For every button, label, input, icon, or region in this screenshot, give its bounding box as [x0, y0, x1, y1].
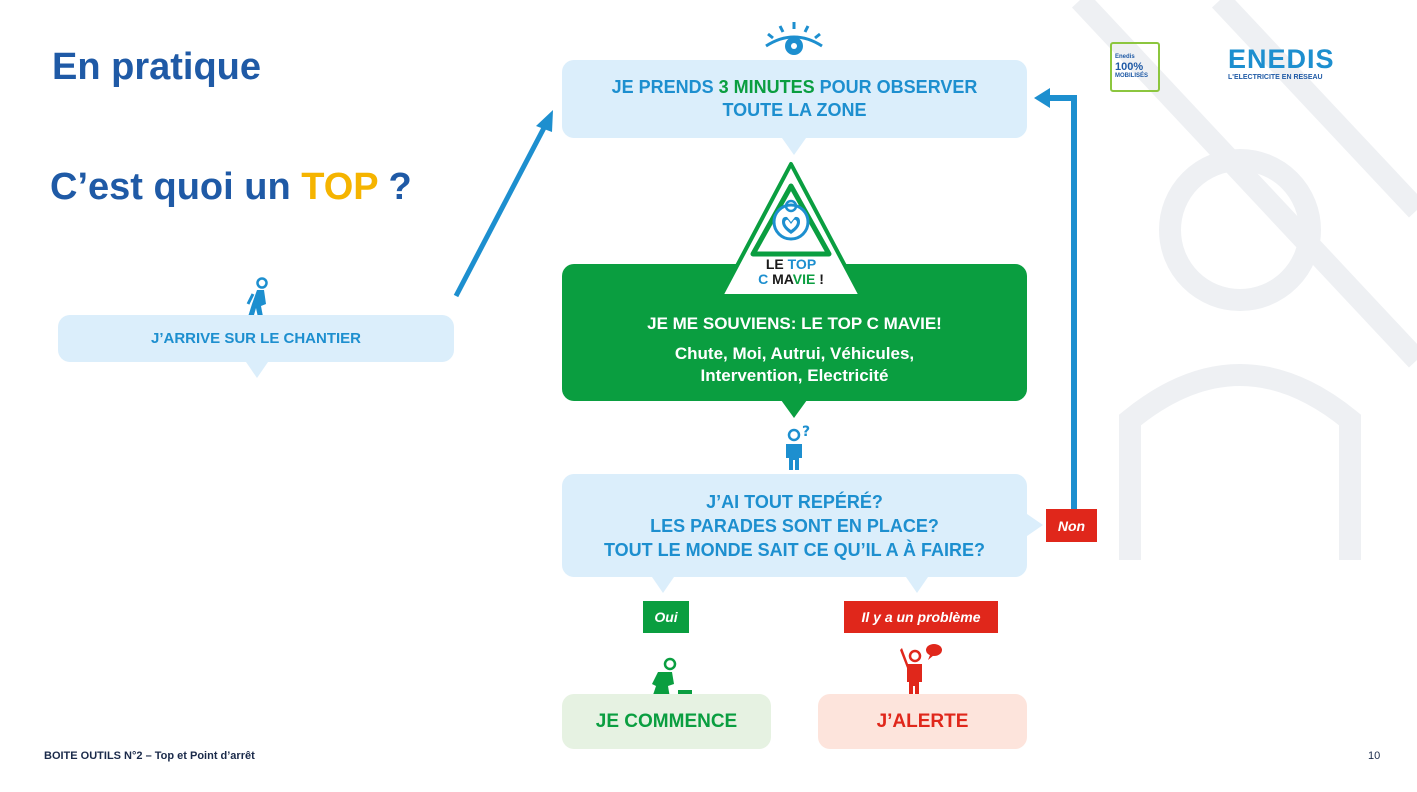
question-tail-right: [1027, 514, 1043, 536]
question-box: J’AI TOUT REPÉRÉ? LES PARADES SONT EN PL…: [562, 474, 1027, 577]
souviens-line2: Intervention, Electricité: [700, 366, 889, 385]
background-watermark: [1071, 0, 1417, 560]
eye-icon: [765, 22, 823, 55]
enedis-tagline: L'ELECTRICITE EN RESEAU: [1228, 74, 1323, 81]
observe-highlight: 3 MINUTES: [718, 77, 815, 97]
return-arrow-icon: [1034, 88, 1077, 510]
observe-line1: JE PRENDS 3 MINUTES POUR OBSERVER: [612, 76, 978, 99]
badge-excl: !: [815, 271, 824, 287]
enedis-name: ENEDIS: [1228, 44, 1335, 74]
subtitle-end: ?: [377, 166, 412, 208]
alerting-person-icon: [900, 644, 942, 702]
badge-vie: VIE: [792, 271, 816, 287]
badge-ma: MA: [772, 271, 793, 287]
badge-line1: LE TOP: [741, 257, 841, 272]
observe-text-a: JE PRENDS: [611, 77, 719, 97]
arrive-tail: [246, 362, 268, 378]
thinking-person-icon: ?: [786, 424, 810, 470]
mobilises-label: MOBILISÉS: [1115, 73, 1149, 79]
mobilises-percent: 100%: [1115, 61, 1144, 73]
warning-triangle-icon: [719, 162, 863, 298]
question-tail-left: [652, 577, 674, 593]
commence-box: JE COMMENCE: [562, 694, 771, 749]
question-line3: TOUT LE MONDE SAIT CE QU’IL A À FAIRE?: [603, 539, 985, 560]
walking-worker-icon: [246, 277, 268, 322]
observe-text-b: POUR OBSERVER: [814, 77, 978, 97]
observe-box: JE PRENDS 3 MINUTES POUR OBSERVER TOUTE …: [562, 60, 1027, 138]
observe-line2: TOUTE LA ZONE: [722, 100, 867, 120]
page-title: En pratique: [52, 46, 262, 88]
badge-top: TOP: [787, 256, 817, 272]
arrive-label: J’ARRIVE SUR LE CHANTIER: [150, 330, 362, 347]
souviens-line1: Chute, Moi, Autrui, Véhicules,: [674, 344, 915, 363]
badge-line2: C MAVIE !: [741, 272, 841, 287]
badge-label: LE TOP C MAVIE !: [741, 257, 841, 287]
subtitle-text: C’est quoi un: [50, 166, 302, 208]
question-line2: LES PARADES SONT EN PLACE?: [650, 515, 939, 536]
mobilises-badge: Enedis 100% MOBILISÉS: [1110, 42, 1160, 92]
arrive-box: J’ARRIVE SUR LE CHANTIER: [58, 315, 454, 362]
subtitle-highlight: TOP: [301, 166, 378, 208]
alerte-box: J’ALERTE: [818, 694, 1027, 749]
enedis-logo: ENEDIS L'ELECTRICITE EN RESEAU: [1228, 44, 1348, 81]
tag-non: Non: [1046, 509, 1097, 542]
souviens-title: JE ME SOUVIENS: LE TOP C MAVIE!: [647, 314, 942, 333]
tag-oui: Oui: [643, 601, 689, 633]
arrow-icon: [453, 110, 553, 298]
observe-tail: [782, 138, 806, 155]
alerte-label: J’ALERTE: [876, 710, 969, 732]
commence-label: JE COMMENCE: [595, 710, 738, 732]
question-tail-middle: [906, 577, 928, 593]
souviens-tail: [781, 400, 807, 418]
svg-text:?: ?: [802, 424, 810, 440]
badge-c: C: [758, 271, 773, 287]
footer-text: BOITE OUTILS N°2 – Top et Point d’arrêt: [44, 750, 255, 762]
tag-probleme: Il y a un problème: [844, 601, 998, 633]
page-number: 10: [1368, 750, 1381, 762]
badge-le: LE: [765, 256, 788, 272]
page-subtitle: C’est quoi un TOP ?: [50, 166, 412, 209]
question-line1: J’AI TOUT REPÉRÉ?: [706, 491, 883, 512]
mobilises-brand: Enedis: [1115, 54, 1135, 60]
